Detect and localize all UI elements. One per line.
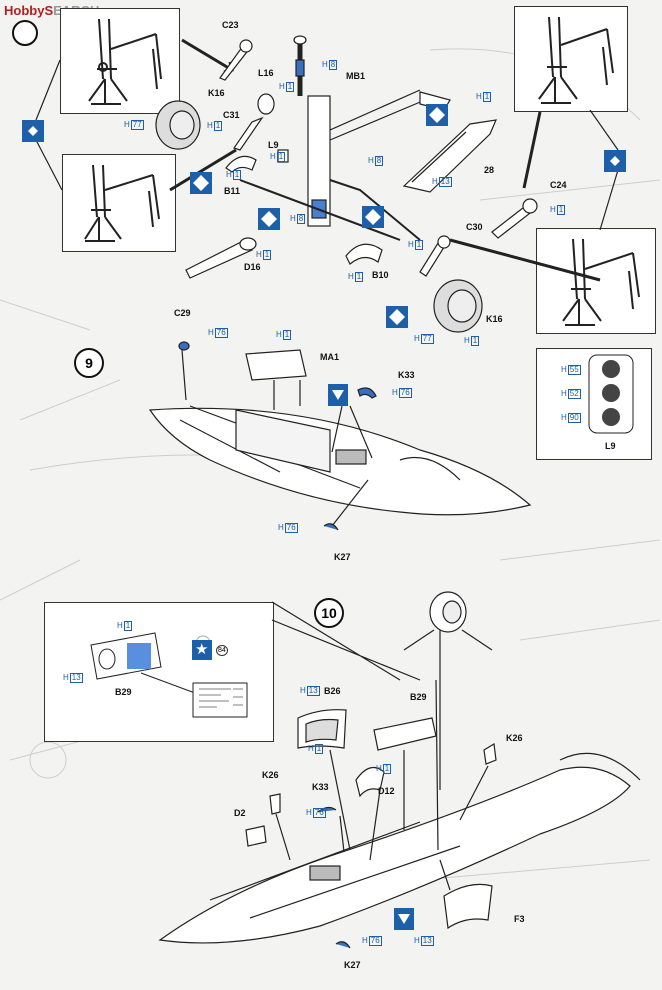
part-label: C29 xyxy=(174,308,191,318)
part-label: K16 xyxy=(486,314,503,324)
part-label: B29 xyxy=(115,687,132,697)
gear-leg-drawing xyxy=(88,18,162,105)
part-label: MA1 xyxy=(320,352,340,362)
part-label: K27 xyxy=(344,960,361,970)
part-label: D16 xyxy=(244,262,261,272)
part-label: C30 xyxy=(466,222,483,232)
decal-number: 84 xyxy=(216,645,228,656)
part-label: K16 xyxy=(208,88,225,98)
step-nine-marker: 9 xyxy=(74,348,104,378)
part-label: B29 xyxy=(410,692,427,702)
part-label: K26 xyxy=(262,770,279,780)
inset-gear-mid-left xyxy=(62,154,176,252)
part-label: K33 xyxy=(312,782,329,792)
inset-gear-right xyxy=(536,228,656,334)
gear-leg-drawing xyxy=(538,16,614,104)
b29-panel-drawing xyxy=(90,632,248,718)
part-label: K33 xyxy=(398,370,415,380)
part-label: C23 xyxy=(222,20,239,30)
part-label: B26 xyxy=(324,686,341,696)
star-icon: ★ xyxy=(195,641,209,658)
step-ten-marker: 10 xyxy=(314,598,344,628)
part-label: D2 xyxy=(234,808,246,818)
part-label: L9 xyxy=(605,441,616,451)
gear-leg-drawing xyxy=(562,238,640,326)
decal-marker xyxy=(192,640,212,660)
part-label: F3 xyxy=(514,914,525,924)
step8-parts-drawing xyxy=(22,35,626,333)
part-label: MB1 xyxy=(346,71,366,81)
inset-gear-top-right xyxy=(514,6,628,112)
part-label: B11 xyxy=(224,186,241,196)
part-label: C24 xyxy=(550,180,567,190)
inset-gear-top-left xyxy=(60,8,180,114)
gear-leg-drawing xyxy=(84,164,160,242)
part-label: D12 xyxy=(378,786,395,796)
l9-lights-drawing xyxy=(588,354,634,434)
step-eight-marker xyxy=(12,20,38,46)
part-label: 28 xyxy=(484,165,495,175)
part-label: L9 xyxy=(268,140,279,150)
part-label: K26 xyxy=(506,733,523,743)
part-label: B10 xyxy=(372,270,389,280)
part-label: C31 xyxy=(223,110,240,120)
part-label: K27 xyxy=(334,552,351,562)
part-label: L16 xyxy=(258,68,274,78)
step9-fuselage-drawing xyxy=(148,341,532,531)
step10-fuselage-drawing xyxy=(158,591,641,949)
